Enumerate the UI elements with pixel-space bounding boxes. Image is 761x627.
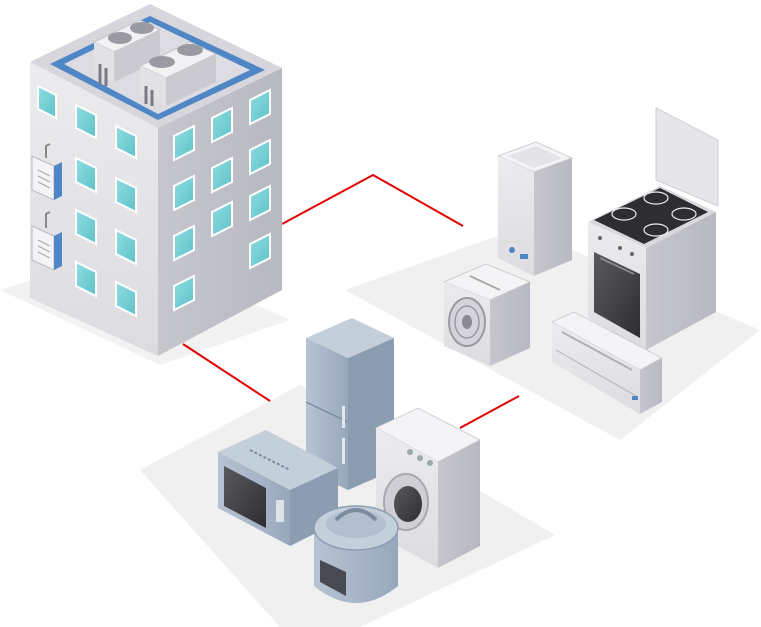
rice-cooker-handle (334, 508, 378, 522)
fridge-handle-bottom (342, 438, 345, 464)
electric-stove (588, 107, 719, 350)
connector-upper-to-lower (459, 395, 520, 429)
split-ac-indoor-unit (550, 311, 664, 414)
stove-backsplash (655, 107, 719, 207)
wall-heater-upper (31, 143, 62, 201)
connector-building-to-lower (182, 343, 271, 402)
office-building (30, 4, 282, 356)
rice-cooker-panel (320, 560, 346, 596)
water-heater (496, 141, 574, 276)
connector-lines (182, 173, 520, 429)
side-windows (173, 88, 271, 312)
microwave-window (224, 466, 266, 528)
connector-building-to-upper (281, 173, 464, 227)
wall-heater-lower (31, 211, 62, 271)
oven-door-window (594, 252, 640, 338)
rooftop-ac-unit-left (92, 19, 162, 86)
stove-cooktop (594, 188, 708, 244)
outdoor-ac-unit (442, 263, 532, 366)
fridge-handle-top (342, 406, 345, 428)
rice-cooker (313, 505, 399, 603)
front-windows (37, 84, 137, 318)
rooftop-ac-unit-right (138, 41, 218, 106)
